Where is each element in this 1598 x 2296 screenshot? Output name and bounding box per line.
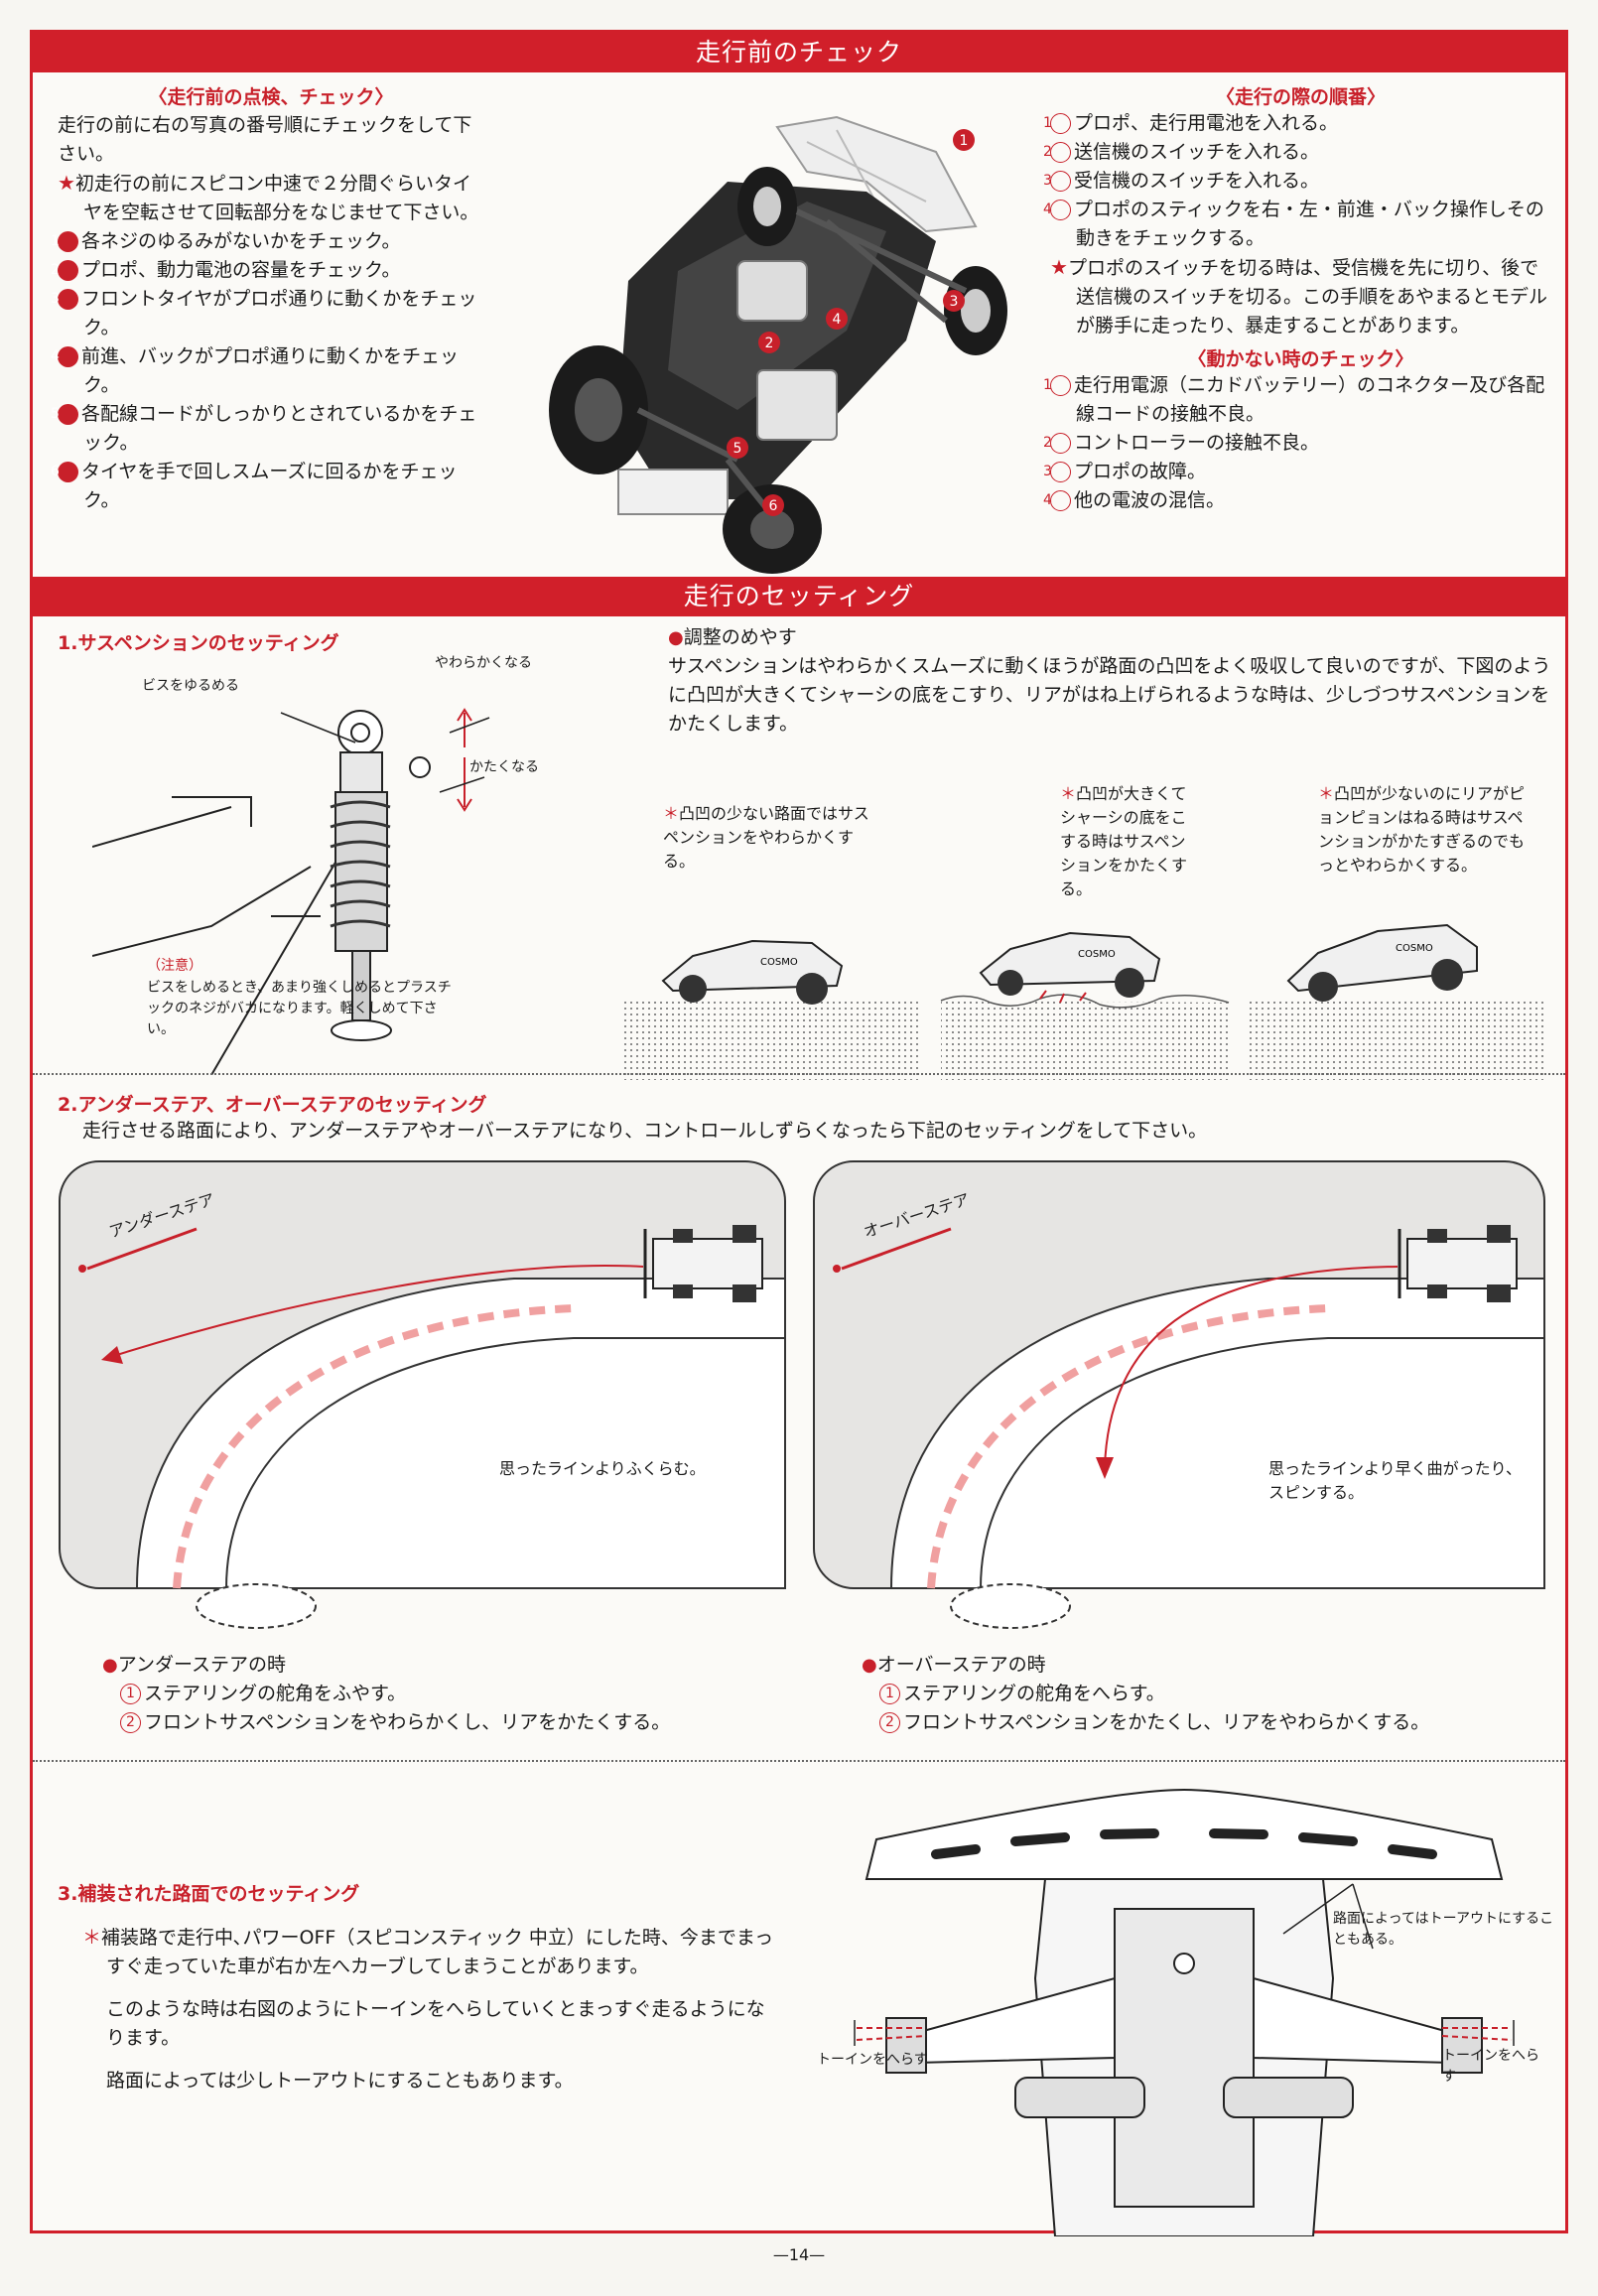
number-badge: 4 xyxy=(51,346,78,367)
understeer-panel: アンダーステア 思ったラインよりふくらむ。 xyxy=(58,1159,787,1636)
paved-setting-title: 3.補装された路面でのセッティング xyxy=(58,1883,360,1905)
car-label-3: COSMO xyxy=(1396,943,1433,954)
section-banner-running-setting: 走行のセッティング xyxy=(33,577,1565,616)
bullet-icon: ● xyxy=(668,627,684,648)
suspension-diagram xyxy=(92,658,608,1075)
car-label-2: COSMO xyxy=(1078,949,1116,960)
paved-setting-text: ＊補装路で走行中､パワーOFF（スピコンスティック 中立）にした時、今までまっす… xyxy=(82,1927,774,2092)
car-bumpy-road xyxy=(979,931,1161,1004)
steer-setting-title: 2.アンダーステア、オーバーステアのセッティング xyxy=(58,1094,487,1116)
number-badge: 2 xyxy=(51,260,78,281)
label-reduce-toe-in-right: トーインをへらす xyxy=(1442,2048,1539,2085)
road-case-2-text: ＊凸凹が大きくてシャーシの底をこする時はサスペンションをかたくする。 xyxy=(1060,784,1188,898)
number-badge: 2 xyxy=(1043,433,1071,454)
number-badge: 3 xyxy=(1043,462,1071,482)
pre-run-check-block: 〈走行前の点検、チェック〉 走行の前に右の写真の番号順にチェックをして下さい。 … xyxy=(51,82,484,515)
number-badge: 1 xyxy=(1043,375,1071,396)
photo-marker-6: 6 xyxy=(769,498,778,514)
car-top-view xyxy=(643,1225,763,1302)
buggy-photo: 1 2 3 4 5 6 xyxy=(509,82,1045,579)
photo-marker-5: 5 xyxy=(733,441,742,457)
car-label-1: COSMO xyxy=(760,957,798,968)
pre-run-check-intro: 走行の前に右の写真の番号順にチェックをして下さい。 xyxy=(58,114,472,165)
section-banner-pre-run-check: 走行前のチェック xyxy=(33,33,1565,72)
adjust-guideline-block: ●調整のめやす サスペンションはやわらかくスムーズに動くほうが路面の凸凹をよく吸… xyxy=(668,623,1561,739)
trouble-check-title: 〈動かない時のチェック〉 xyxy=(1187,348,1414,370)
bullet-icon: ● xyxy=(862,1655,877,1676)
number-badge: 4 xyxy=(1043,200,1071,220)
star-icon: ★ xyxy=(1050,255,1068,279)
car-top-view xyxy=(1398,1225,1518,1302)
list-item: ★プロポのスイッチを切る時は、受信機を先に切り、後で送信機のスイッチを切る。この… xyxy=(1050,255,1548,337)
caution-text: ビスをしめるとき、あまり強くしめるとプラスチックのネジがバカになります。軽くしめ… xyxy=(147,980,452,1037)
number-badge: 6 xyxy=(51,462,78,482)
label-reduce-toe-in-left: トーインをへらす xyxy=(817,2052,928,2068)
label-harder: かたくなる xyxy=(469,759,539,775)
number-badge: 5 xyxy=(51,404,78,425)
number-badge: 3 xyxy=(51,289,78,310)
oversteer-caption: 思ったラインより早く曲がったり、スピンする。 xyxy=(1268,1459,1523,1502)
divider xyxy=(33,1760,1565,1762)
divider xyxy=(33,1073,1565,1075)
list-item: ★初走行の前にスピコン中速で２分間ぐらいタイヤを空転させて回転部分をなじませて下… xyxy=(58,171,479,223)
steer-setting-intro: 走行させる路面により、アンダーステアやオーバーステアになり、コントロールしずらく… xyxy=(82,1120,1208,1142)
bullet-icon: ● xyxy=(102,1655,118,1676)
number-badge: 3 xyxy=(1043,171,1071,192)
buggy-illustration: 1 2 3 4 5 6 xyxy=(549,115,1007,574)
photo-marker-4: 4 xyxy=(833,312,842,328)
running-order-title: 〈走行の際の順番〉 xyxy=(1215,86,1386,108)
adjust-guideline-text: サスペンションはやわらかくスムーズに動くほうが路面の凸凹をよく吸収して良いのです… xyxy=(668,655,1551,735)
road-case-illustrations: COSMO COSMO COSMO xyxy=(623,923,1546,1080)
number-badge: 4 xyxy=(1043,490,1071,511)
pre-run-check-title: 〈走行前の点検、チェック〉 xyxy=(148,86,394,108)
star-icon: ★ xyxy=(58,171,75,195)
road-case-3-text: ＊凸凹が少ないのにリアがピョンピョンはねる時はサスペンションがかたすぎるのでもっ… xyxy=(1318,784,1526,875)
label-toe-out: 路面によってはトーアウトにすることもある。 xyxy=(1333,1911,1554,1948)
car-smooth-road xyxy=(661,939,844,1005)
number-badge: 1 xyxy=(51,231,78,252)
photo-marker-1: 1 xyxy=(960,133,969,149)
photo-marker-3: 3 xyxy=(950,294,959,310)
page-number: —14— xyxy=(772,2245,826,2264)
photo-marker-2: 2 xyxy=(765,336,774,351)
road-case-1-text: ＊凸凹の少ない路面ではサスペンションをやわらかくする。 xyxy=(663,804,869,871)
adjust-guideline-title: ●調整のめやす xyxy=(668,626,797,648)
pre-run-check-list: ★初走行の前にスピコン中速で２分間ぐらいタイヤを空転させて回転部分をなじませて下… xyxy=(51,169,484,515)
caution-title: （注意） xyxy=(147,958,202,974)
label-loosen-screw: ビスをゆるめる xyxy=(142,678,239,694)
suspension-setting-title: 1.サスペンションのセッティング xyxy=(58,632,339,654)
road-cases: ＊凸凹の少ない路面ではサスペンションをやわらかくする。 ＊凸凹が大きくてシャーシ… xyxy=(623,782,1561,1080)
car-bouncing xyxy=(1286,923,1478,1002)
page-frame: 走行前のチェック 〈走行前の点検、チェック〉 走行の前に右の写真の番号順にチェッ… xyxy=(30,30,1568,2236)
oversteer-panel: オーバーステア 思ったラインより早く曲がったり、スピンする。 xyxy=(812,1159,1546,1636)
number-badge: 1 xyxy=(1043,113,1071,134)
toe-in-diagram: 路面によってはトーアウトにすることもある。 トーインをへらす トーインをへらす xyxy=(817,1780,1553,2236)
number-badge: 2 xyxy=(1043,142,1071,163)
understeer-caption: 思ったラインよりふくらむ。 xyxy=(499,1459,706,1478)
label-softer: やわらかくなる xyxy=(435,655,532,671)
